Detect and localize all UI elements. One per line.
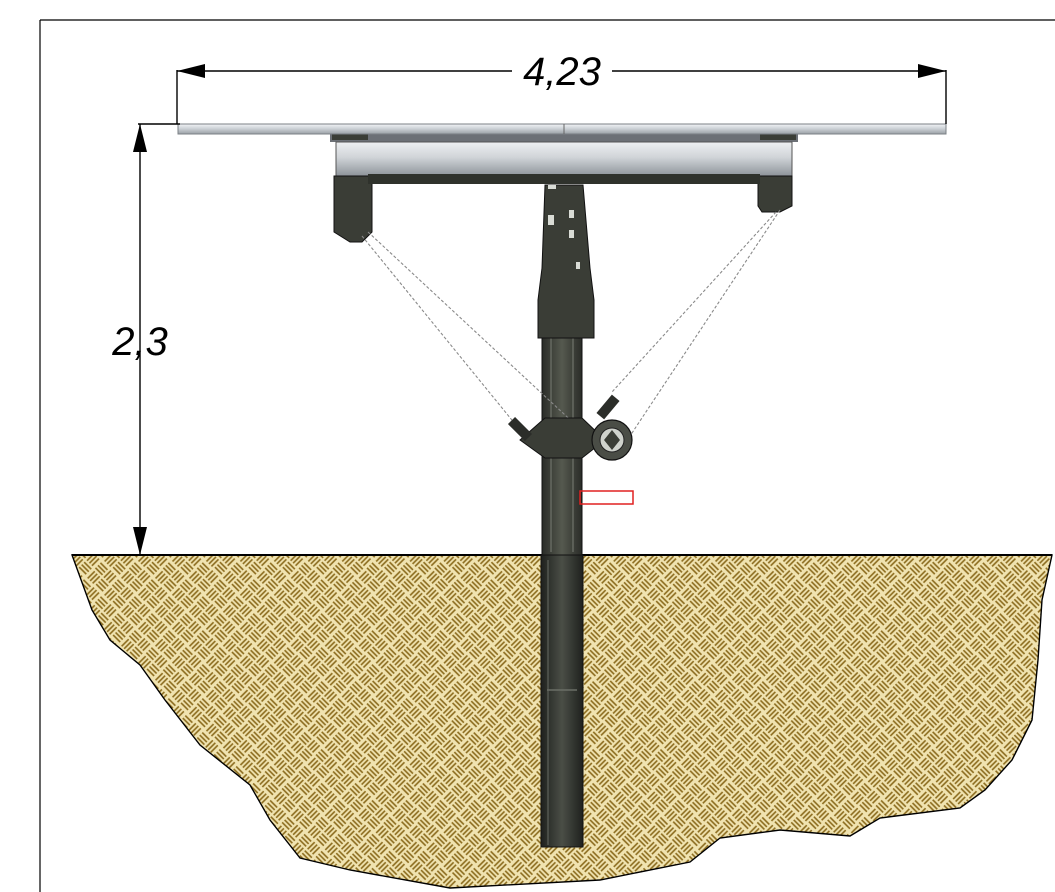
drawing-frame [39,19,1055,892]
height-dimension: 2,3 [111,123,180,555]
support-post [537,184,595,556]
cable-stays [361,209,781,441]
beam-bracket-left [333,175,373,243]
solar-panel [177,123,947,135]
beam-bracket-right [757,175,793,213]
width-dimension: 4,23 [176,50,947,124]
width-dimension-label: 4,23 [523,50,601,94]
drive-assembly [507,394,633,461]
height-dimension-label: 2,3 [111,320,168,364]
torque-tube-beam [330,132,798,177]
beam-to-post-plate [368,174,760,184]
highlight-marker [579,490,634,505]
foundation-pile [540,554,584,848]
